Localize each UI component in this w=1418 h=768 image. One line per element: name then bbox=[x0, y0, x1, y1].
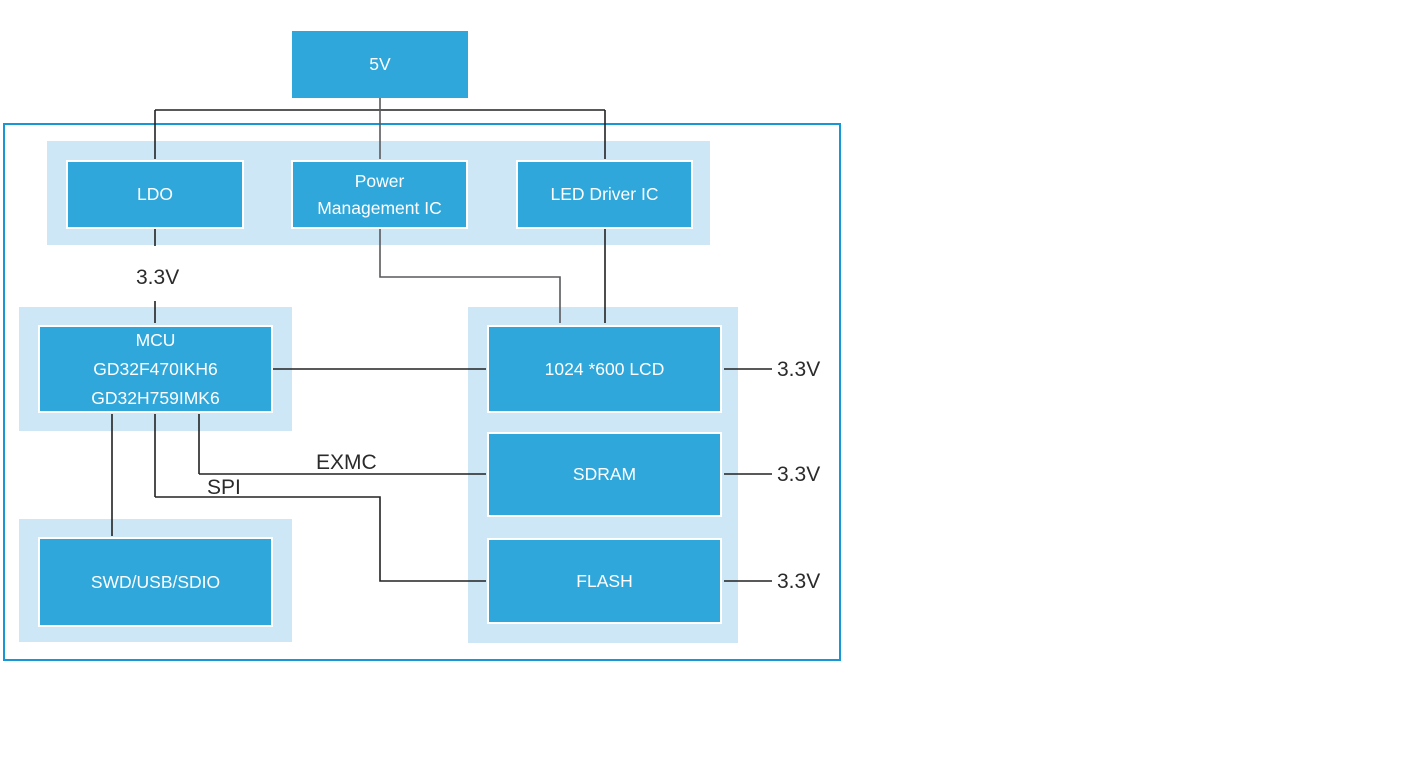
node-flash: FLASH bbox=[487, 538, 722, 624]
label-spi-bus: SPI bbox=[207, 476, 241, 499]
node-ldo: LDO bbox=[66, 160, 244, 229]
node-lcd: 1024 *600 LCD bbox=[487, 325, 722, 413]
label-lcd-supply-3v3: 3.3V bbox=[777, 358, 821, 381]
label-exmc-bus: EXMC bbox=[316, 451, 377, 474]
node-power-management-ic: Power Management IC bbox=[291, 160, 468, 229]
label-ldo-output-3v3: 3.3V bbox=[136, 266, 180, 289]
node-swd-usb-sdio: SWD/USB/SDIO bbox=[38, 537, 273, 627]
label-flash-supply-3v3: 3.3V bbox=[777, 570, 821, 593]
node-5v-supply: 5V bbox=[292, 31, 468, 98]
board-boundary bbox=[3, 123, 841, 661]
label-sdram-supply-3v3: 3.3V bbox=[777, 463, 821, 486]
node-sdram: SDRAM bbox=[487, 432, 722, 517]
node-led-driver-ic: LED Driver IC bbox=[516, 160, 693, 229]
node-mcu: MCU GD32F470IKH6 GD32H759IMK6 bbox=[38, 325, 273, 413]
